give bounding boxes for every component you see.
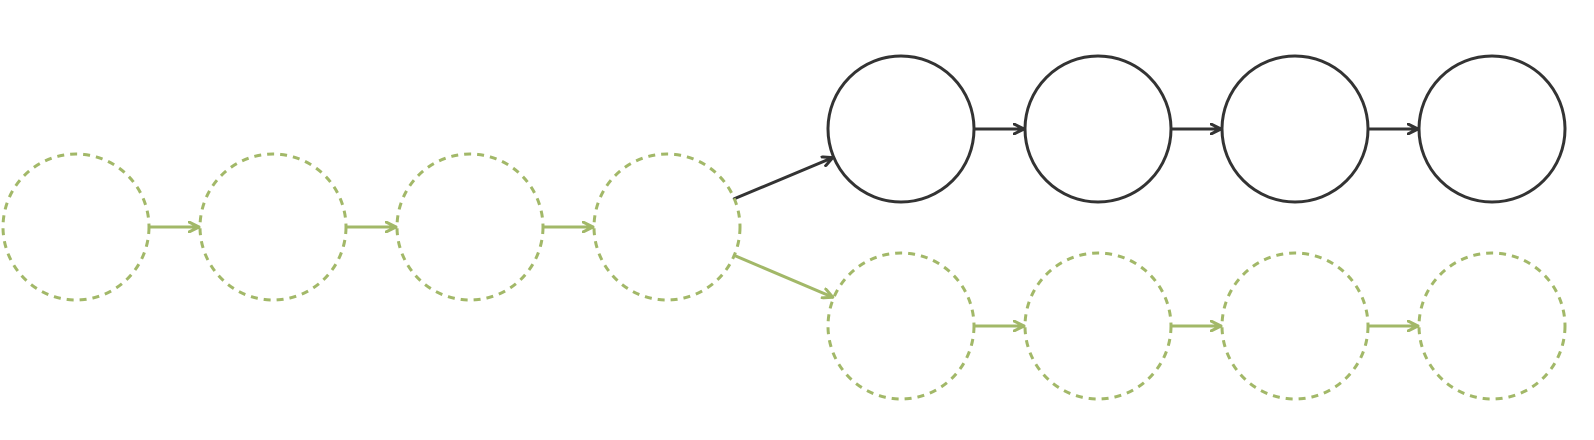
arrows-layer [147,129,1420,326]
lower-node-2 [1023,251,1173,401]
trunk-node-4 [592,152,742,302]
upper-node-3 [1220,54,1370,204]
trunk-node-2 [198,152,348,302]
trunk-node-1 [1,152,151,302]
arrow-trunk-4-to-lower-1 [732,253,835,297]
upper-node-1 [826,54,976,204]
arrow-trunk-4-to-upper-1 [732,158,835,201]
lower-node-1 [826,251,976,401]
lower-node-3 [1220,251,1370,401]
trunk-node-3 [395,152,545,302]
lower-node-4 [1417,251,1567,401]
upper-node-2 [1023,54,1173,204]
nodes-layer [1,54,1567,401]
upper-node-4 [1417,54,1567,204]
